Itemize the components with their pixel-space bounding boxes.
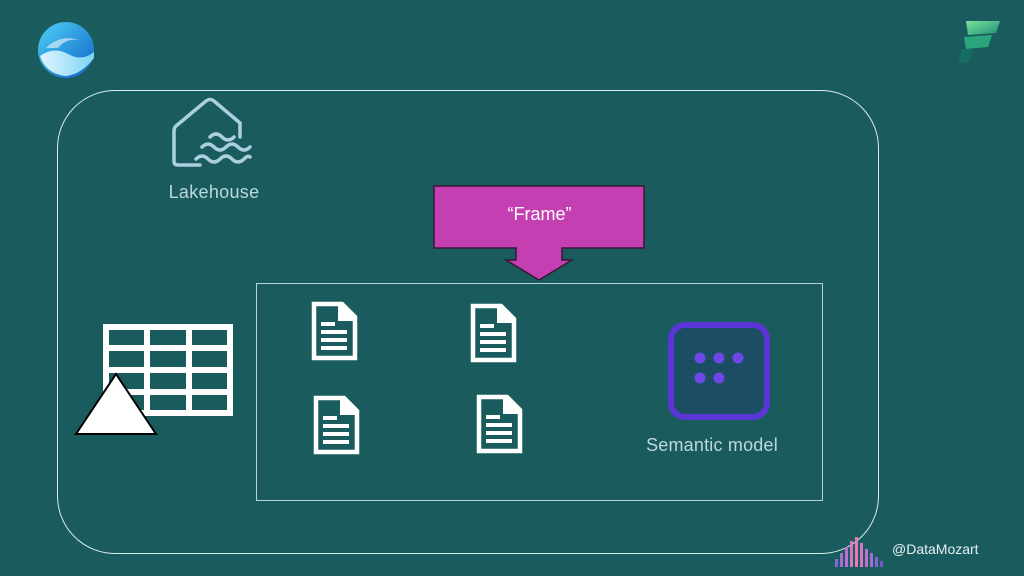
- document-icon: [311, 301, 358, 361]
- document-icon: [476, 394, 523, 454]
- lakehouse-icon: [172, 97, 252, 167]
- brand-logo: [835, 537, 883, 567]
- author-handle: @DataMozart: [892, 541, 979, 557]
- frame-boundary: [256, 283, 823, 501]
- table-icon: [103, 324, 233, 416]
- frame-callout: [433, 185, 645, 281]
- document-icon: [313, 395, 360, 455]
- fabric-logo: [958, 21, 1000, 63]
- document-icon: [470, 303, 517, 363]
- delta-icon: [74, 372, 158, 435]
- semantic-model-label: Semantic model: [646, 435, 778, 455]
- frame-label: “Frame”: [507, 204, 572, 224]
- lakehouse-boundary: [57, 90, 879, 554]
- semantic-model-icon: [668, 322, 770, 420]
- onelake-logo: [38, 22, 94, 78]
- lakehouse-label: Lakehouse: [168, 182, 260, 202]
